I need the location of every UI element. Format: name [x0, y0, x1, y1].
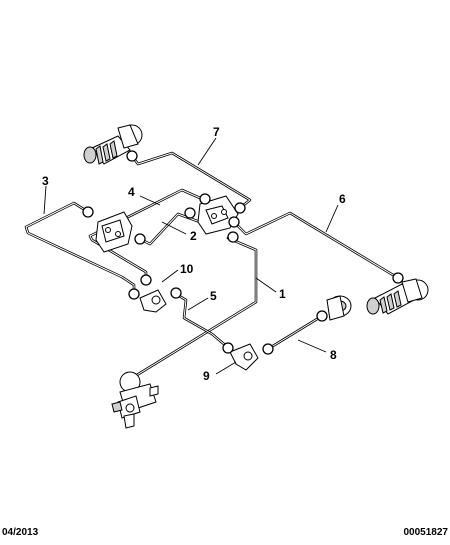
pipe-6 — [232, 211, 400, 280]
callout-10: 10 — [180, 262, 194, 276]
callout-1: 1 — [279, 287, 286, 301]
pipe-4 — [88, 188, 202, 282]
footer-code: 00051827 — [403, 527, 449, 538]
wheel-cylinder-icon — [83, 124, 143, 165]
union-tee-icon — [229, 343, 259, 371]
brake-compensator-icon — [95, 195, 239, 253]
callout-4: 4 — [128, 185, 135, 199]
callout-3: 3 — [42, 174, 49, 188]
brake-caliper-icon — [326, 295, 352, 321]
master-cylinder-icon — [111, 371, 159, 429]
pipe-5 — [174, 292, 227, 347]
pipe-3 — [24, 201, 136, 296]
callout-5: 5 — [210, 289, 217, 303]
pipe-8 — [266, 314, 324, 351]
callout-9: 9 — [203, 369, 210, 383]
union-tee-icon — [139, 289, 167, 313]
wheel-cylinder-icon — [366, 278, 429, 315]
leader-lines — [43, 137, 339, 375]
callout-2: 2 — [190, 229, 197, 243]
pipe-fittings — [82, 150, 404, 355]
callout-6: 6 — [339, 192, 346, 206]
pipe-1 — [130, 236, 258, 380]
pipe-7 — [130, 151, 252, 210]
footer-date: 04/2013 — [2, 527, 39, 538]
callout-8: 8 — [330, 348, 337, 362]
callout-7: 7 — [213, 125, 220, 139]
